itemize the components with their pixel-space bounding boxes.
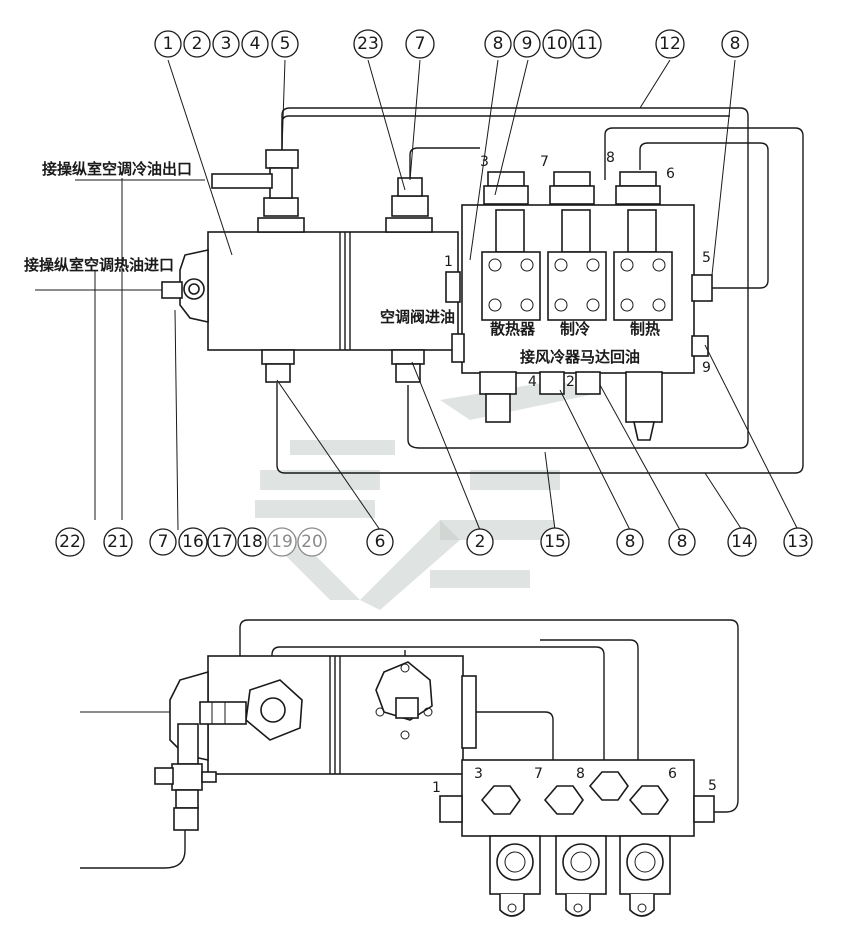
callout-22: 22: [55, 527, 85, 557]
callout-8c: 8: [616, 528, 644, 556]
svg-text:21: 21: [107, 532, 129, 552]
callout-10: 10: [542, 29, 572, 59]
svg-text:8: 8: [730, 34, 741, 54]
svg-text:7: 7: [415, 34, 426, 54]
svg-text:2: 2: [475, 532, 486, 552]
label-fan-motor-return: 接风冷器马达回油: [520, 348, 640, 366]
svg-text:2: 2: [192, 34, 203, 54]
callout-13: 13: [783, 527, 813, 557]
callout-8b: 8: [721, 30, 749, 58]
svg-text:9: 9: [522, 34, 533, 54]
svg-text:1: 1: [163, 34, 174, 54]
svg-text:22: 22: [59, 532, 81, 552]
svg-text:8: 8: [493, 34, 504, 54]
port-side-1: 1: [432, 780, 441, 796]
label-cooling: 制冷: [560, 320, 590, 338]
port-side-6: 6: [668, 766, 677, 782]
label-cab-ac-cool-outlet: 接操纵室空调冷油出口: [42, 160, 192, 178]
port-8: 8: [606, 150, 615, 166]
callout-15: 15: [540, 527, 570, 557]
bottom-view: 1 3 7 8 6 5: [80, 619, 739, 917]
port-4: 4: [528, 374, 537, 390]
label-ac-valve-inlet: 空调阀进油: [380, 308, 455, 326]
callout-9: 9: [513, 30, 541, 58]
valve-heating: [613, 171, 673, 321]
callout-7b: 7: [149, 528, 177, 556]
port-7: 7: [540, 154, 549, 170]
label-radiator: 散热器: [490, 320, 536, 338]
svg-text:8: 8: [677, 532, 688, 552]
callout-16: 16: [178, 527, 208, 557]
port-side-8: 8: [576, 766, 585, 782]
label-cab-ac-heat-inlet: 接操纵室空调热油进口: [24, 256, 174, 274]
svg-text:13: 13: [787, 532, 809, 552]
port-5: 5: [702, 250, 711, 266]
port-side-5: 5: [708, 778, 717, 794]
svg-text:4: 4: [250, 34, 261, 54]
callout-23: 23: [353, 29, 383, 59]
callout-5: 5: [271, 30, 299, 58]
svg-text:6: 6: [375, 532, 386, 552]
callout-18: 18: [237, 527, 267, 557]
svg-text:19: 19: [271, 532, 293, 552]
callout-7: 7: [405, 29, 435, 59]
callout-20: 20: [297, 527, 327, 557]
valve-radiator: [481, 171, 541, 321]
svg-text:12: 12: [659, 34, 681, 54]
ac-valve-body: [207, 231, 459, 351]
port-side-3: 3: [474, 766, 483, 782]
svg-text:3: 3: [221, 34, 232, 54]
callout-2b: 2: [466, 528, 494, 556]
callout-14: 14: [727, 527, 757, 557]
callout-17: 17: [207, 527, 237, 557]
port-6: 6: [666, 166, 675, 182]
port-3: 3: [480, 154, 489, 170]
svg-text:17: 17: [211, 532, 233, 552]
callout-19: 19: [267, 527, 297, 557]
callout-21: 21: [103, 527, 133, 557]
svg-text:7: 7: [158, 532, 169, 552]
callout-2: 2: [183, 30, 211, 58]
label-heating: 制热: [630, 320, 660, 338]
svg-text:15: 15: [544, 532, 566, 552]
svg-text:20: 20: [301, 532, 323, 552]
watermark-logo: [255, 380, 590, 610]
svg-text:5: 5: [280, 34, 291, 54]
callout-12: 12: [655, 29, 685, 59]
svg-text:23: 23: [357, 34, 379, 54]
valve-cooling: [547, 171, 607, 321]
callout-11: 11: [572, 29, 602, 59]
callout-8d: 8: [668, 528, 696, 556]
top-view: 3 7 8 6 1 5 9 4 2 接操纵室空调冷油出口 接操纵室空调热油进口 …: [24, 29, 813, 557]
port-side-7: 7: [534, 766, 543, 782]
port-9: 9: [702, 360, 711, 376]
callout-1: 1: [154, 30, 182, 58]
svg-text:16: 16: [182, 532, 204, 552]
svg-text:8: 8: [625, 532, 636, 552]
svg-text:10: 10: [546, 34, 568, 54]
port-2: 2: [566, 374, 575, 390]
svg-text:11: 11: [576, 34, 598, 54]
port-1: 1: [444, 254, 453, 270]
callout-6: 6: [366, 528, 394, 556]
svg-text:18: 18: [241, 532, 263, 552]
callout-8: 8: [484, 30, 512, 58]
svg-text:14: 14: [731, 532, 753, 552]
callout-3: 3: [212, 30, 240, 58]
callout-4: 4: [241, 30, 269, 58]
